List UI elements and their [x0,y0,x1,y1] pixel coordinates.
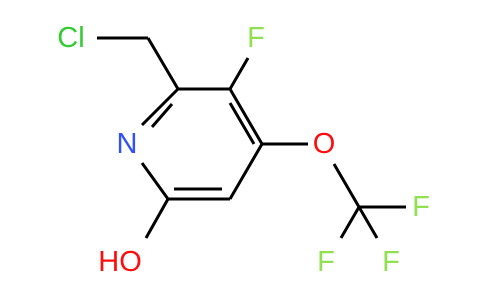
bond-n-c2-inner [150,103,174,128]
bond-o-cf3 [332,163,361,208]
bond-c6-n [140,162,170,200]
bond-cf3-f-bottom-right [357,206,379,239]
atom-o-ether: O [313,128,336,160]
bond-c3-f [228,57,250,90]
atom-f-ring: F [247,22,265,54]
atom-f-bottom-right: F [382,246,400,278]
bond-cf3-f-bottom-left [339,206,361,239]
atom-ho: HO [98,246,142,278]
bonds [97,36,406,239]
bond-ch2-c2 [146,37,180,90]
bond-n-c2 [140,87,180,127]
bond-c4-c5 [228,143,264,200]
atom-f-right: F [412,191,430,223]
atom-labels: Cl F N O F F F HO [57,22,430,278]
atom-cl: Cl [57,22,84,54]
bond-c3-c4-inner [228,102,256,145]
atom-f-bottom-left: F [317,246,335,278]
bond-c3-c4 [228,88,264,145]
bond-c6-oh [144,198,170,239]
atom-n: N [117,128,138,160]
